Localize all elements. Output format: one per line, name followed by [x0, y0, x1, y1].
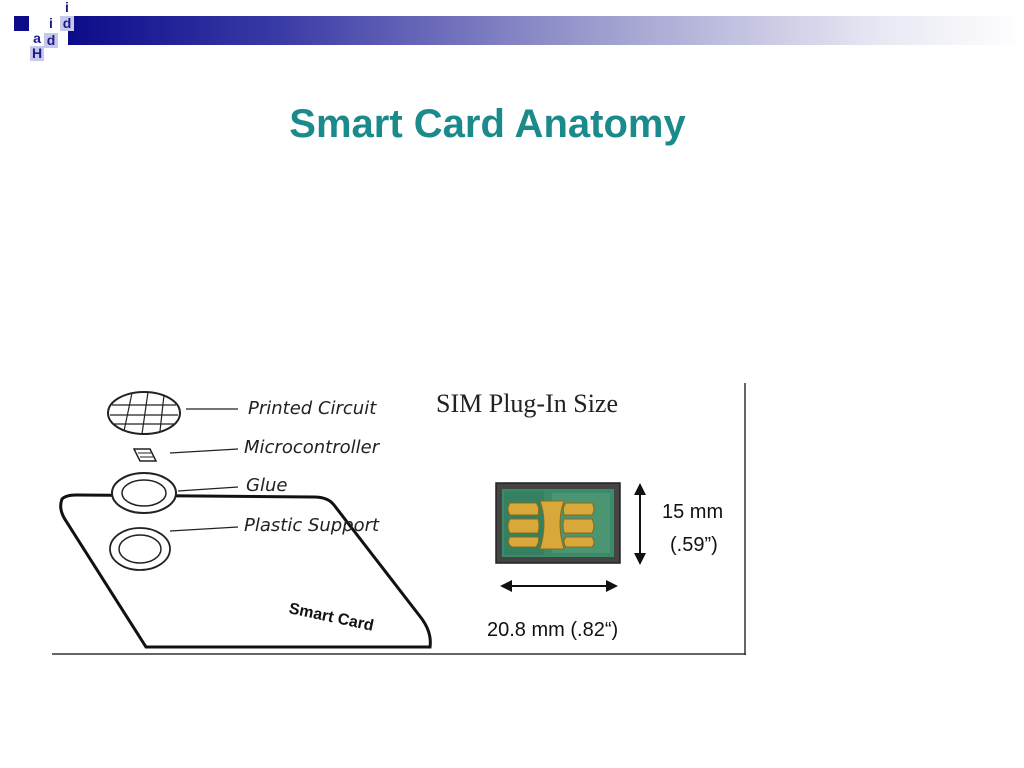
smart-card-figure: Printed Circuit Microcontroller Glue Pla…	[52, 383, 746, 655]
logo-square	[14, 16, 29, 31]
sim-caption: SIM Plug-In Size	[436, 389, 618, 418]
slide-title: Smart Card Anatomy	[289, 102, 686, 146]
leader-plastic-support	[169, 526, 239, 532]
card-body	[59, 493, 432, 649]
logo: i d a i d H	[0, 0, 90, 64]
sim-height-mm: 15 mm	[662, 501, 724, 523]
label-microcontroller: Microcontroller	[244, 437, 380, 458]
sim-width-label: 20.8 mm (.82“)	[487, 619, 619, 641]
width-dimension-arrow	[500, 580, 618, 592]
logo-letter: i	[44, 16, 58, 31]
label-printed-circuit: Printed Circuit	[248, 398, 377, 419]
plastic-ring-outer	[109, 527, 171, 571]
logo-letter: a	[30, 31, 44, 46]
glue-ring-inner	[121, 479, 167, 507]
label-plastic-support: Plastic Support	[244, 515, 380, 536]
microcontroller-chip	[132, 448, 158, 462]
printed-circuit	[107, 391, 181, 435]
figure-drawing	[52, 383, 746, 655]
logo-letter: d	[44, 33, 58, 48]
plastic-ring-inner	[118, 534, 162, 564]
header-gradient-bar	[68, 16, 1024, 45]
logo-letter: d	[60, 16, 74, 31]
leader-microcontroller	[169, 448, 239, 454]
label-glue: Glue	[246, 475, 288, 496]
logo-letter: i	[60, 0, 74, 15]
sim-chip-contacts	[507, 500, 595, 550]
leader-glue	[177, 486, 239, 492]
logo-letter: H	[30, 45, 44, 61]
sim-height-in: (.59”)	[670, 534, 718, 556]
height-dimension-arrow	[634, 483, 646, 565]
